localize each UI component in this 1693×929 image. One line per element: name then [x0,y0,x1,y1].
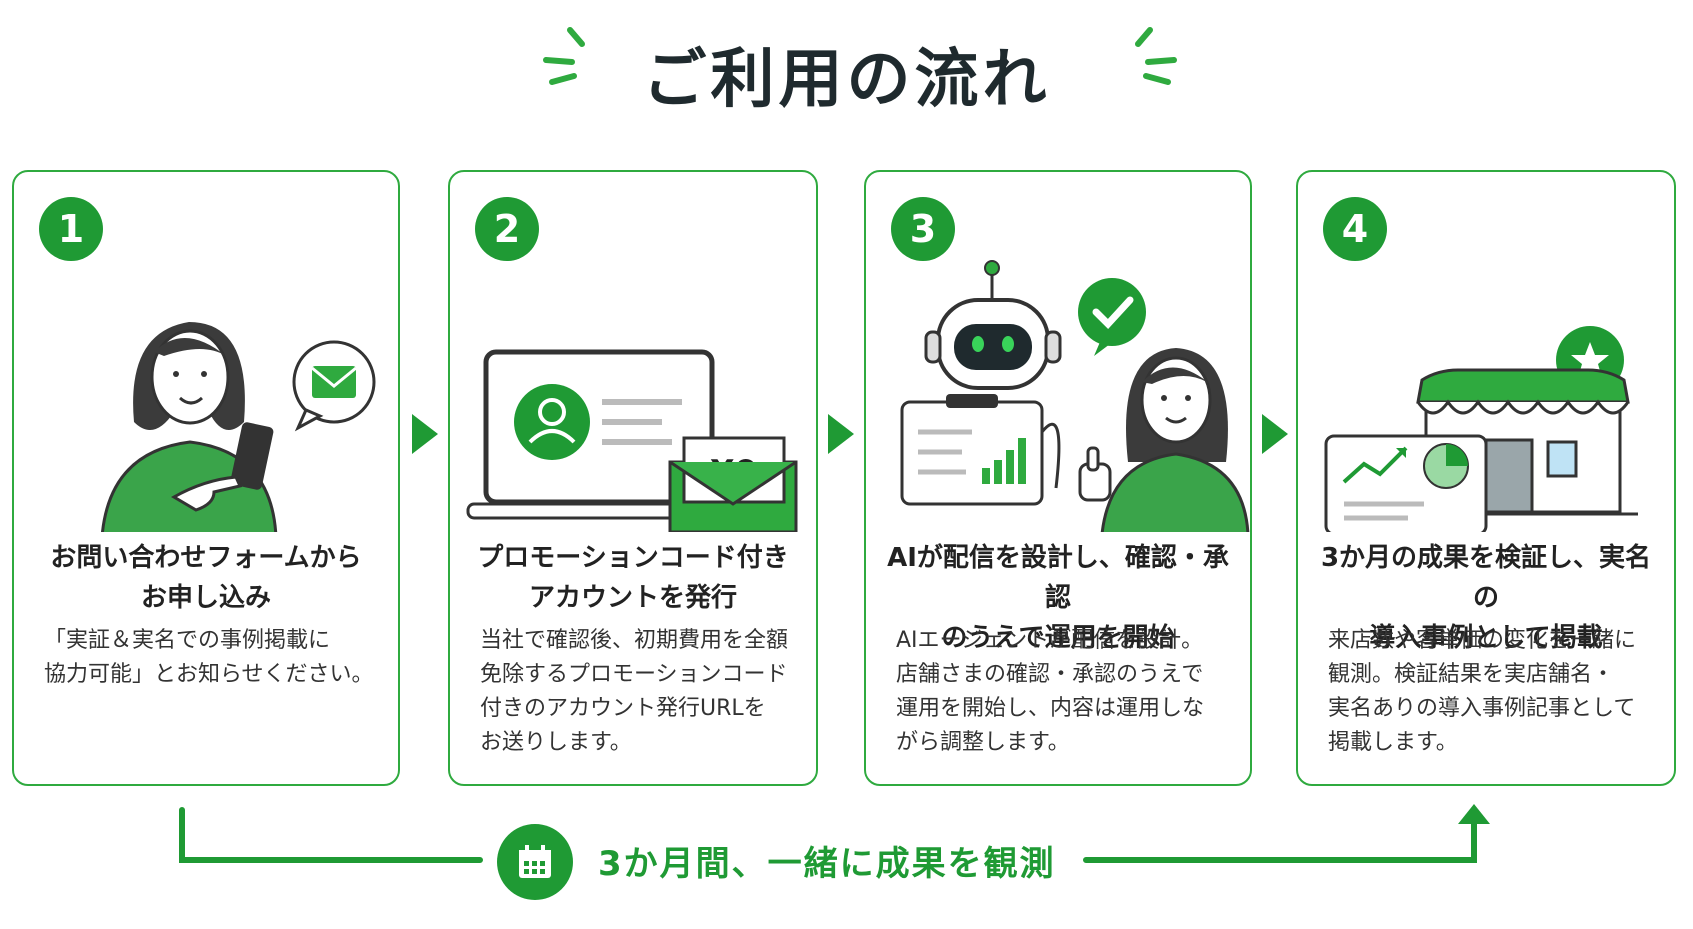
left-sparkle-icon [543,27,585,85]
step-heading: AIが配信を設計し、確認・承認 のうえで運用を開始 [887,543,1229,653]
step-description: 来店数や客単価の変化を一緒に 観測。検証結果を実店舗名・ 実名ありの導入事例記事… [1328,628,1637,755]
step-number: 3 [891,197,955,261]
calendar-badge [497,824,573,900]
step-description: AIエージェントが配信を設計。 店舗さまの確認・承認のうえで 運用を開始し、内容… [896,628,1205,755]
step-heading: プロモーションコード付き アカウントを発行 [477,543,789,613]
step-number: 2 [475,197,539,261]
step-card-1: 1 お問い合わせフォームから お申し込み 「実証＆実名での事例掲載に 協力可能」… [12,170,400,786]
woman-with-phone-illustration [101,322,376,532]
title-area: ご利用の流れ [0,28,1693,120]
step-card-4: 4 3か月の成果を検証し、実名の 導入事例として掲載 来店数や客単価の変化を一緒… [1296,170,1676,786]
step-heading: 3か月の成果を検証し、実名の 導入事例として掲載 [1320,543,1652,653]
laptop-and-envelope-illustration: ¥0 [466,349,798,532]
page-title: ご利用の流れ [642,43,1051,117]
step-number: 1 [39,197,103,261]
step-description: 「実証＆実名での事例掲載に 協力可能」とお知らせください。 [44,628,374,687]
observation-label: 3か月間、一緒に成果を観測 [598,844,1056,884]
step-heading: お問い合わせフォームから お申し込み [50,543,362,613]
step-arrow-icon [1262,414,1288,454]
step-card-2: 2 ¥0 プロモーションコード付き アカウントを発行 当社で確認後、初期費用を全… [448,170,818,786]
step-arrow-icon [828,414,854,454]
step-arrow-icon [412,414,438,454]
step-number: 4 [1323,197,1387,261]
right-sparkle-icon [1135,27,1177,85]
step-description: 当社で確認後、初期費用を全額 免除するプロモーションコード 付きのアカウント発行… [480,628,789,755]
robot-and-woman-illustration [900,260,1250,532]
bottom-bracket-line [179,804,1490,863]
step-card-3: 3 AIが配信を設計し、 [864,170,1252,786]
analytics-and-storefront-illustration [1324,326,1638,532]
calendar-icon [519,845,551,878]
